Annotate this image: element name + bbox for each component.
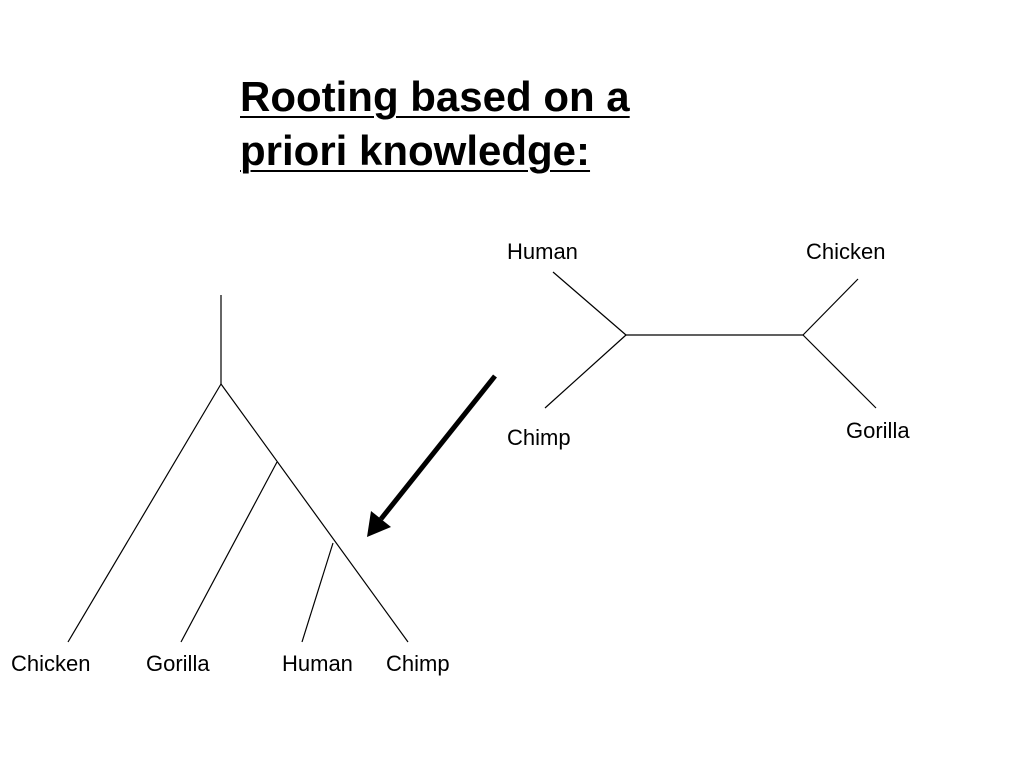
rooted-branch-chicken (67, 383, 222, 643)
rooted-tree: Chicken Gorilla Human Chimp (11, 295, 450, 676)
arrow-head (367, 511, 391, 537)
slide-title-line-1: Rooting based on a (240, 73, 630, 120)
unrooted-tree: Human Chicken Chimp Gorilla (507, 239, 910, 450)
rooted-branch-human (301, 542, 334, 643)
slide-title-line-2: priori knowledge: (240, 127, 591, 174)
rooted-label-gorilla: Gorilla (146, 651, 210, 676)
slide-title: Rooting based on a priori knowledge: (240, 70, 630, 178)
rooted-branch-chimp (220, 383, 409, 643)
unrooted-label-gorilla: Gorilla (846, 418, 910, 443)
rooted-label-human: Human (282, 651, 353, 676)
arrow (367, 374, 497, 537)
unrooted-branch-gorilla (802, 334, 877, 409)
unrooted-branch-chimp (544, 334, 627, 409)
unrooted-label-chimp: Chimp (507, 425, 571, 450)
rooted-label-chimp: Chimp (386, 651, 450, 676)
unrooted-label-human: Human (507, 239, 578, 264)
unrooted-label-chicken: Chicken (806, 239, 885, 264)
unrooted-branch-human (552, 271, 627, 336)
arrow-shaft (379, 374, 497, 521)
rooted-label-chicken: Chicken (11, 651, 90, 676)
rooted-branch-gorilla (180, 461, 278, 643)
unrooted-branch-chicken (802, 278, 859, 336)
